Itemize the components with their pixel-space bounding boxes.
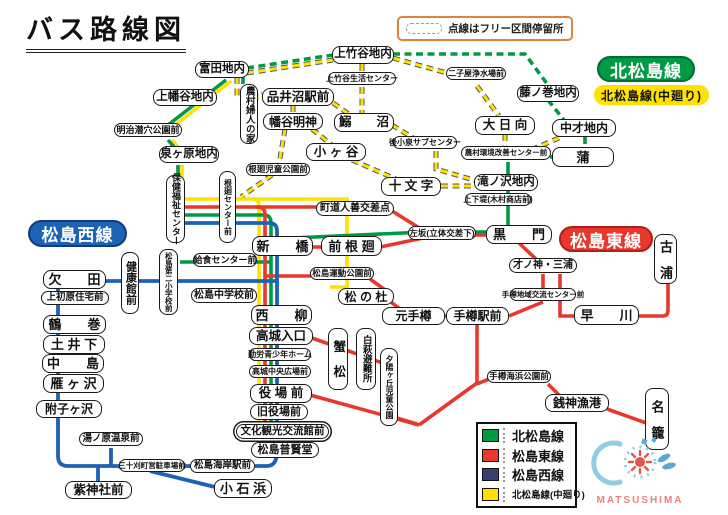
- stop-box: 手樽海浜公園前: [487, 370, 551, 383]
- legend-color-swatch: [482, 448, 499, 462]
- stop-box: 左坂(立体交差下): [408, 226, 476, 240]
- route-label-kita-matsushima: 北松島線: [597, 56, 695, 82]
- stop-box: 元手樽: [382, 307, 445, 325]
- stop-box: 蟹 松: [328, 328, 348, 390]
- stop-box: 前 根 廻: [321, 236, 382, 256]
- stop-box: 二子屋浄水場前: [446, 67, 506, 80]
- logo-drawing-icon: [591, 437, 676, 486]
- legend: 北松島線松島東線松島西線北松島線(中廻り): [476, 422, 585, 508]
- legend-label: 松島西線: [512, 468, 565, 484]
- stop-box: 保健福祉センター: [166, 173, 185, 245]
- stop-box: 高城中央広場前: [249, 365, 311, 378]
- legend-label: 北松島線: [512, 429, 565, 445]
- legend-row: 北松島線: [482, 426, 571, 445]
- stop-box: 鶴 巻: [43, 315, 106, 334]
- legend-label: 松島東線: [512, 448, 565, 464]
- stop-box: 根廻センター前: [219, 171, 236, 243]
- stop-box: 藤ノ巻地内: [517, 85, 579, 102]
- stop-box: 新 橋: [252, 236, 313, 256]
- stop-box: 大 日 向: [475, 116, 535, 135]
- stop-box: 松島普賢堂: [251, 442, 319, 458]
- note-text: 点線はフリー区間停留所: [448, 23, 564, 35]
- stop-box: 役 場 前: [250, 384, 312, 403]
- stop-box: 夕陽ヶ丘児童公園: [380, 348, 398, 426]
- legend-divider: [503, 486, 512, 502]
- route-label-matsushima-west: 松島西線: [28, 220, 127, 247]
- stop-box: 富田地内: [195, 61, 249, 78]
- stop-box: 上竹谷地内: [332, 46, 394, 64]
- stop-box: 文化観光交流館前: [236, 424, 329, 439]
- stop-box: 小 ヶ 谷: [306, 143, 366, 161]
- stop-box: 手樽駅前: [446, 307, 509, 325]
- legend-color-swatch: [482, 468, 499, 482]
- legend-color-swatch: [482, 487, 499, 501]
- stop-box: 上竹谷生活センター: [326, 72, 398, 85]
- route-label-kita-matsushima-nakamawari: 北松島線(中廻り): [594, 85, 709, 105]
- stop-box: 松 の 杜: [338, 288, 394, 305]
- stop-box: 中 島: [42, 354, 104, 373]
- stop-box: 泉ヶ原地内: [159, 146, 219, 163]
- stop-box: 小 石 浜: [214, 479, 272, 498]
- stop-box: 紫神社前: [65, 481, 132, 499]
- stop-box: 蒲: [552, 147, 614, 167]
- stop-box: 勤労青少年ホーム: [248, 348, 312, 361]
- stop-box: 附子ヶ沢: [36, 400, 102, 418]
- stop-box: 健康館前: [121, 252, 139, 314]
- stop-box: 幡谷明神: [263, 113, 323, 130]
- legend-divider: [503, 447, 512, 463]
- stop-box: 欠 田: [43, 270, 106, 289]
- stop-box: 明治潜穴公園前: [114, 123, 182, 137]
- stop-box: 高城入口: [249, 327, 313, 345]
- stop-box: 土 井 下: [43, 335, 105, 354]
- stop-box: 黒 門: [486, 225, 552, 244]
- legend-label: 北松島線(中廻り): [512, 490, 585, 502]
- stop-box: 松島第二小学校前: [159, 249, 178, 315]
- stop-box: 松島中学校前: [191, 288, 257, 303]
- stop-box: 滝ノ沢地内: [474, 174, 538, 191]
- stop-box: 十 文 字: [381, 177, 441, 196]
- stop-box: 松島海岸駅前: [190, 459, 255, 473]
- stop-box: 雁 ヶ 沢: [43, 374, 104, 393]
- legend-divider: [503, 428, 512, 444]
- stop-box: 給食センター前: [193, 253, 257, 267]
- stop-box: 三十刈町営駐車場前: [118, 459, 186, 472]
- stop-box: 町道人善交差点: [316, 201, 394, 216]
- legend-row: 北松島線(中廻り): [482, 485, 585, 504]
- stop-box: 早 川: [574, 305, 639, 325]
- stop-box: 湯ノ原温泉前: [79, 432, 143, 446]
- stop-box: 品井沼駅前: [262, 88, 334, 106]
- dashed-line-sample-icon: [406, 23, 442, 34]
- stop-box: 上下堤(木村商店前): [463, 193, 533, 206]
- legend-row: 松島西線: [482, 465, 571, 484]
- stop-box: 古 浦: [654, 234, 677, 284]
- stop-box: 鰯 沼: [334, 113, 394, 132]
- stop-box: 手樽地域交流センター前: [502, 288, 584, 301]
- stop-box: 農村婦人の家: [240, 84, 258, 144]
- stop-box: 才ノ神・三浦: [509, 258, 577, 273]
- stop-box: 後小泉サブセンター: [389, 136, 461, 149]
- free-section-note: 点線はフリー区間停留所: [397, 16, 573, 41]
- stop-box: 松島運動公園前: [310, 267, 374, 280]
- matsushima-logo: MATSUSHIMA: [590, 436, 690, 508]
- stop-box: 根廻児童公園前: [246, 163, 310, 176]
- stop-box: 上幡谷地内: [153, 89, 217, 106]
- page-title: バス路線図: [26, 8, 186, 53]
- legend-color-swatch: [482, 429, 499, 443]
- stop-box: 銭神漁港: [545, 394, 609, 412]
- stop-box: 西 柳: [251, 305, 312, 325]
- logo-text: MATSUSHIMA: [596, 495, 684, 506]
- stop-box: 上初原住宅前: [41, 291, 109, 305]
- legend-divider: [503, 467, 512, 483]
- stop-box: 農村環境改善センター前: [461, 146, 551, 160]
- stop-box: 名 籠: [645, 388, 669, 450]
- route-label-matsushima-east: 松島東線: [559, 226, 653, 252]
- stop-box: 白萩避難所: [356, 328, 376, 390]
- stop-box: 旧役場前: [250, 404, 308, 420]
- legend-row: 松島東線: [482, 446, 571, 465]
- stop-box: 中才地内: [552, 119, 616, 137]
